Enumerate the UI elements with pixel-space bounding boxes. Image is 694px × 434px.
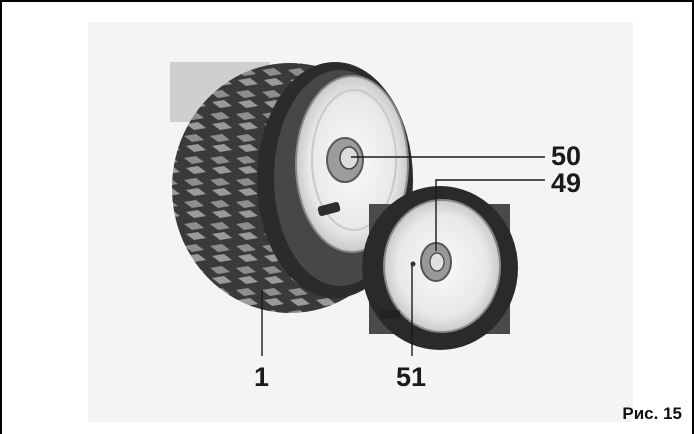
figure-caption: Рис. 15 <box>622 404 682 423</box>
callout-50: 50 <box>551 141 582 171</box>
callout-51: 51 <box>396 362 427 392</box>
inset-photo <box>362 186 518 350</box>
callout-49: 49 <box>551 168 582 198</box>
leader-lines <box>261 156 545 356</box>
callout-1: 1 <box>254 362 270 392</box>
leader-49 <box>435 179 545 251</box>
